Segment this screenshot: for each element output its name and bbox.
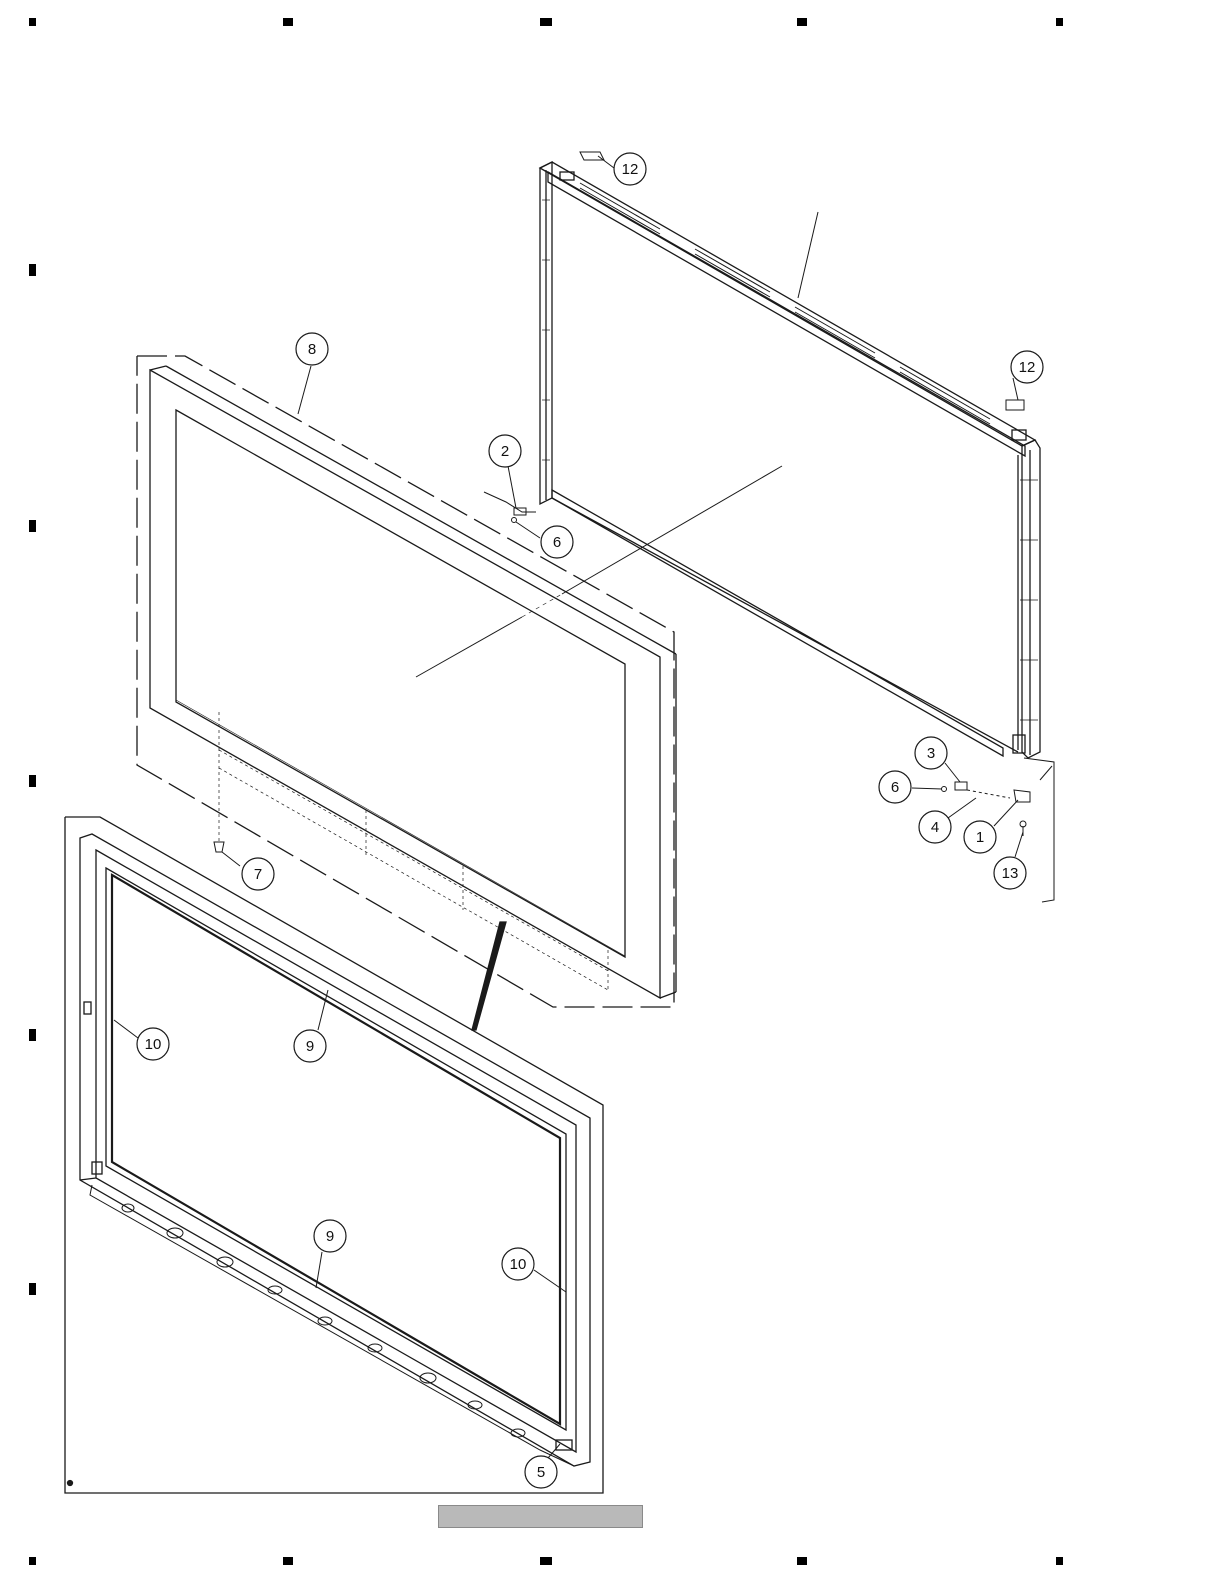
callout-9b: 9 [314, 1220, 346, 1252]
callout-leaders [114, 156, 1023, 1458]
callout-1: 1 [964, 821, 996, 853]
callout-4: 4 [919, 811, 951, 843]
callout-label: 9 [326, 1228, 334, 1245]
callout-12b: 12 [1011, 351, 1043, 383]
callout-3: 3 [915, 737, 947, 769]
callout-label: 6 [891, 779, 899, 796]
footer-bar [438, 1505, 643, 1528]
callout-label: 9 [306, 1038, 314, 1055]
callout-label: 3 [927, 745, 935, 762]
callout-label: 10 [145, 1036, 162, 1053]
callout-label: 4 [931, 819, 939, 836]
front-bezel [65, 817, 603, 1493]
callout-label: 6 [553, 534, 561, 551]
panel-chassis [540, 162, 1040, 758]
callout-label: 8 [308, 341, 316, 358]
hardware-parts [214, 152, 1054, 902]
callout-label: 5 [537, 1464, 545, 1481]
callout-12a: 12 [614, 153, 646, 185]
callout-label: 12 [1019, 359, 1036, 376]
callout-6b: 6 [879, 771, 911, 803]
callout-8: 8 [296, 333, 328, 365]
callout-label: 12 [622, 161, 639, 178]
callout-label: 10 [510, 1256, 527, 1273]
callout-label: 2 [501, 443, 509, 460]
callout-label: 7 [254, 866, 262, 883]
callout-6a: 6 [541, 526, 573, 558]
callout-5: 5 [525, 1456, 557, 1488]
callout-10a: 10 [137, 1028, 169, 1060]
callout-label: 13 [1002, 865, 1019, 882]
callout-13: 13 [994, 857, 1026, 889]
callout-7: 7 [242, 858, 274, 890]
callout-label: 1 [976, 829, 984, 846]
callout-2: 2 [489, 435, 521, 467]
callout-10b: 10 [502, 1248, 534, 1280]
callout-9a: 9 [294, 1030, 326, 1062]
